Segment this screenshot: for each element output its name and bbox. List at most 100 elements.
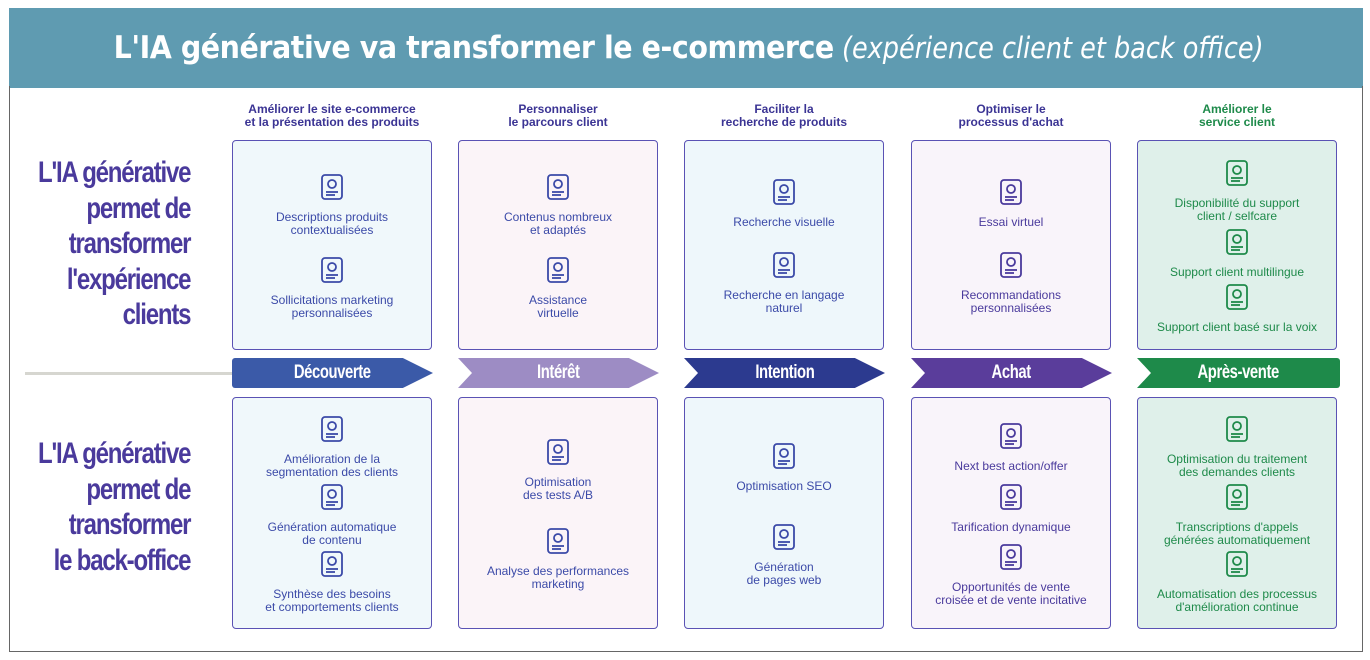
segmentation-icon [315,412,349,453]
item-label: Recherche en langage naturel [723,288,845,316]
item-label: Génération de pages web [746,560,822,587]
item-label: Support client basé sur la voix [1156,319,1318,334]
dynamic-pricing-icon [994,480,1028,521]
list-item: Analyse des performances marketing [487,524,629,591]
transcript-icon [1220,480,1254,521]
list-item: Transcriptions d'appels générées automat… [1164,480,1310,547]
item-label: Synthèse des besoins et comportements cl… [265,586,399,614]
side-line: le back-office [53,543,191,577]
item-label: Recommandations personnalisées [960,288,1062,316]
side-line: permet de [86,472,191,506]
item-label: Transcriptions d'appels générées automat… [1163,519,1311,547]
list-item: Essai virtuel [978,175,1044,229]
list-item: Disponibilité du support client / selfca… [1174,156,1300,224]
title-bar: L'IA générative va transformer le e-comm… [9,8,1363,88]
title: L'IA générative va transformer le e-comm… [113,30,835,66]
ab-test-icon [541,435,575,476]
list-item: Assistance virtuelle [529,253,587,320]
globe-icon [767,439,801,480]
frame [9,86,1363,652]
box-bottom: Optimisation SEO Génération de pages web [684,397,884,629]
webpage-icon [767,520,801,561]
box-top: Disponibilité du support client / selfca… [1137,140,1337,350]
box-bottom: Optimisation des tests A/B Analyse des pe… [458,397,658,629]
list-item: Contenus nombreux et adaptés [504,170,612,237]
subtitle: (expérience client et back office) [841,31,1264,65]
item-label: Next best action/offer [954,458,1068,473]
voice-icon [1220,280,1254,321]
item-label: Optimisation des tests A/B [522,474,594,502]
list-item: Optimisation du traitement des demandes … [1167,412,1307,479]
dashboard-icon [541,524,575,565]
list-item: Tarification dynamique [951,480,1071,534]
megaphone-icon [315,253,349,294]
content-generation-icon [315,480,349,521]
stage-arrow-0: Découverte [232,358,433,388]
item-label: Contenus nombreux et adaptés [503,210,613,238]
stage-label: Découverte [294,362,371,383]
item-label: Opportunités de vente croisée et de vent… [935,580,1087,608]
item-label: Amélioration de la segmentation des clie… [265,452,399,480]
stage-label: Après-vente [1197,362,1280,383]
stage-arrow-4: Après-vente [1137,358,1340,388]
side-line: clients [122,298,191,331]
recommendation-icon [994,248,1028,289]
item-label: Optimisation du traitement des demandes … [1166,452,1308,480]
item-label: Sollicitations marketing personnalisées [270,292,394,320]
item-label: Disponibilité du support client / selfca… [1174,196,1300,224]
virtual-try-on-icon [994,175,1028,216]
multilingual-chat-icon [1220,225,1254,266]
item-label: Génération automatique de contenu [267,519,397,547]
language-search-icon [767,248,801,289]
list-item: Descriptions produits contextualisées [276,170,388,237]
image-search-icon [767,175,801,216]
divider-line [25,372,233,375]
list-item: Next best action/offer [954,419,1068,473]
list-item: Support client basé sur la voix [1157,280,1317,334]
side-line: L'IA générative [37,437,191,470]
item-label: Essai virtuel [978,214,1044,229]
side-label-backoffice: L'IA générative permet de transformer le… [37,436,191,578]
list-item: Génération automatique de contenu [267,480,397,547]
list-item: Amélioration de la segmentation des clie… [266,412,398,479]
item-label: Support client multilingue [1169,264,1305,279]
item-label: Automatisation des processus d'améliorat… [1156,586,1318,614]
list-item: Optimisation des tests A/B [523,435,593,502]
stage-arrow-2: Intention [684,358,885,388]
column-heading: Améliorer le site e-commerce et la prése… [244,102,420,129]
list-item: Recherche visuelle [733,175,835,229]
side-line: transformer [68,227,191,260]
side-line: l'expérience [66,262,192,296]
list-item: Automatisation des processus d'améliorat… [1157,547,1317,614]
stage-label: Intérêt [537,362,580,383]
side-label-experience: L'IA générative permet de transformer l'… [38,155,192,333]
stage-arrow-3: Achat [911,358,1112,388]
continuous-improvement-icon [1220,547,1254,588]
box-bottom: Optimisation du traitement des demandes … [1137,397,1337,629]
list-item: Recommandations personnalisées [961,248,1061,315]
list-item: Support client multilingue [1170,225,1304,279]
list-item: Optimisation SEO [736,439,832,493]
list-item: Synthèse des besoins et comportements cl… [265,547,399,614]
network-icon [315,547,349,588]
column-heading: Optimiser le processus d'achat [958,102,1064,129]
list-item: Recherche en langage naturel [723,248,845,316]
item-label: Recherche visuelle [733,214,835,229]
column-heading: Faciliter la recherche de produits [720,102,848,129]
column-heading: Améliorer le service client [1198,102,1276,129]
clipboard-icon [315,170,349,211]
stage-label: Achat [991,362,1032,383]
robot-icon [541,253,575,294]
item-label: Descriptions produits contextualisées [275,210,389,238]
item-label: Optimisation SEO [736,479,832,493]
side-line: transformer [68,508,191,541]
item-label: Tarification dynamique [951,519,1071,534]
side-line: permet de [86,191,191,225]
list-item: Sollicitations marketing personnalisées [270,253,394,320]
shop-icon [994,419,1028,460]
workflow-icon [1220,412,1254,453]
stage-arrow-1: Intérêt [458,358,659,388]
